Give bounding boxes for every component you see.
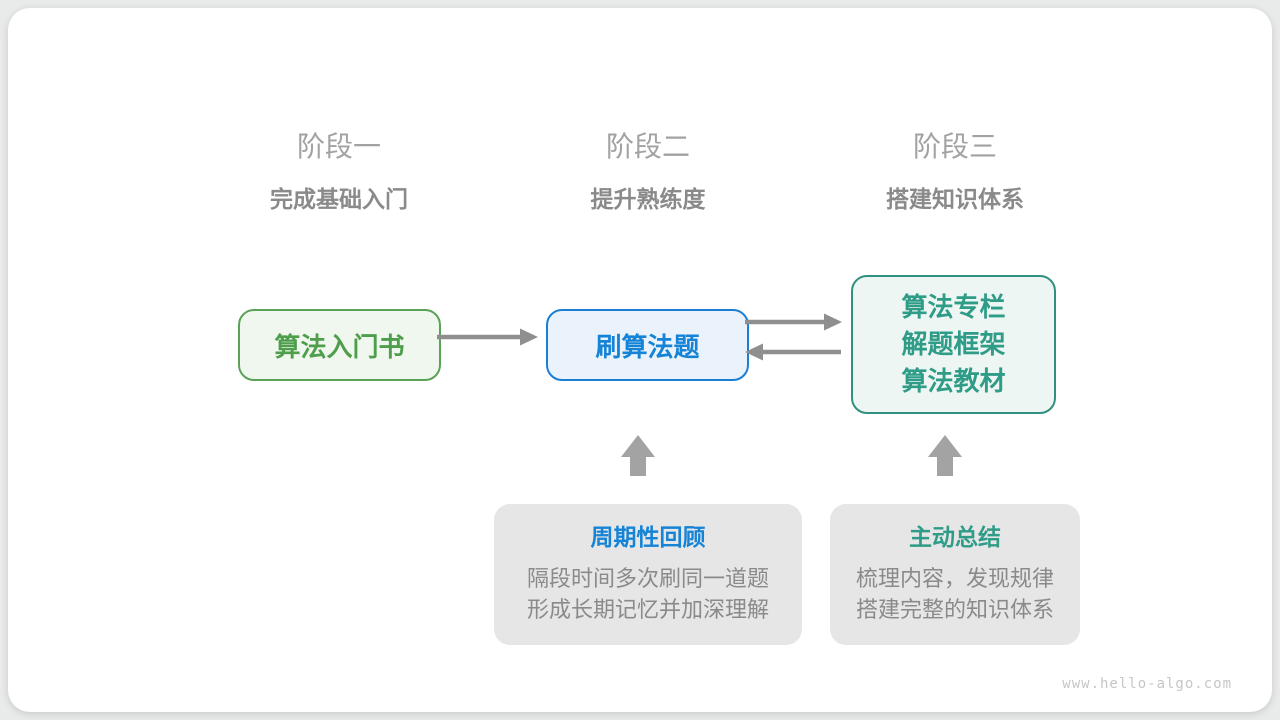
stage-2-subtitle: 提升熟练度 [590, 186, 706, 212]
stage-3-subtitle: 搭建知识体系 [886, 186, 1024, 212]
node-knowledge-sources: 算法专栏 解题框架 算法教材 [851, 275, 1056, 414]
note-active-summary-title: 主动总结 [909, 524, 1001, 550]
note-active-summary: 主动总结 梳理内容，发现规律 搭建完整的知识体系 [830, 504, 1080, 645]
stage-3-header: 阶段三 搭建知识体系 [886, 130, 1024, 213]
note-active-summary-body-line-1: 梳理内容，发现规律 [855, 566, 1054, 591]
watermark-url: www.hello-algo.com [1062, 676, 1232, 692]
diagram-card: 阶段一 完成基础入门 阶段二 提升熟练度 阶段三 搭建知识体系 算法入门书 刷算… [8, 8, 1272, 712]
note-active-summary-body: 梳理内容，发现规律 搭建完整的知识体系 [830, 563, 1080, 625]
stage-1-subtitle: 完成基础入门 [270, 186, 408, 212]
note-periodic-review-body-line-2: 形成长期记忆并加深理解 [526, 597, 769, 622]
node-problem-practice-label: 刷算法题 [595, 331, 700, 362]
node-intro-book: 算法入门书 [238, 309, 441, 381]
note-active-summary-body-line-2: 搭建完整的知识体系 [855, 597, 1054, 622]
stage-1-header: 阶段一 完成基础入门 [270, 130, 408, 213]
note-periodic-review: 周期性回顾 隔段时间多次刷同一道题 形成长期记忆并加深理解 [494, 504, 802, 645]
node-intro-book-label: 算法入门书 [274, 331, 405, 362]
note-periodic-review-body-line-1: 隔段时间多次刷同一道题 [526, 566, 769, 591]
stage-2-label: 阶段二 [605, 131, 690, 162]
stage-1-label: 阶段一 [296, 131, 381, 162]
stage-2-header: 阶段二 提升熟练度 [591, 130, 706, 213]
note-periodic-review-title: 周期性回顾 [590, 524, 706, 550]
node-knowledge-sources-line-1: 算法专栏 [901, 292, 1006, 322]
node-problem-practice: 刷算法题 [546, 309, 749, 381]
stage-3-label: 阶段三 [912, 131, 997, 162]
note-periodic-review-body: 隔段时间多次刷同一道题 形成长期记忆并加深理解 [494, 563, 802, 625]
node-knowledge-sources-line-2: 解题框架 [901, 329, 1006, 359]
node-knowledge-sources-line-3: 算法教材 [901, 366, 1006, 396]
